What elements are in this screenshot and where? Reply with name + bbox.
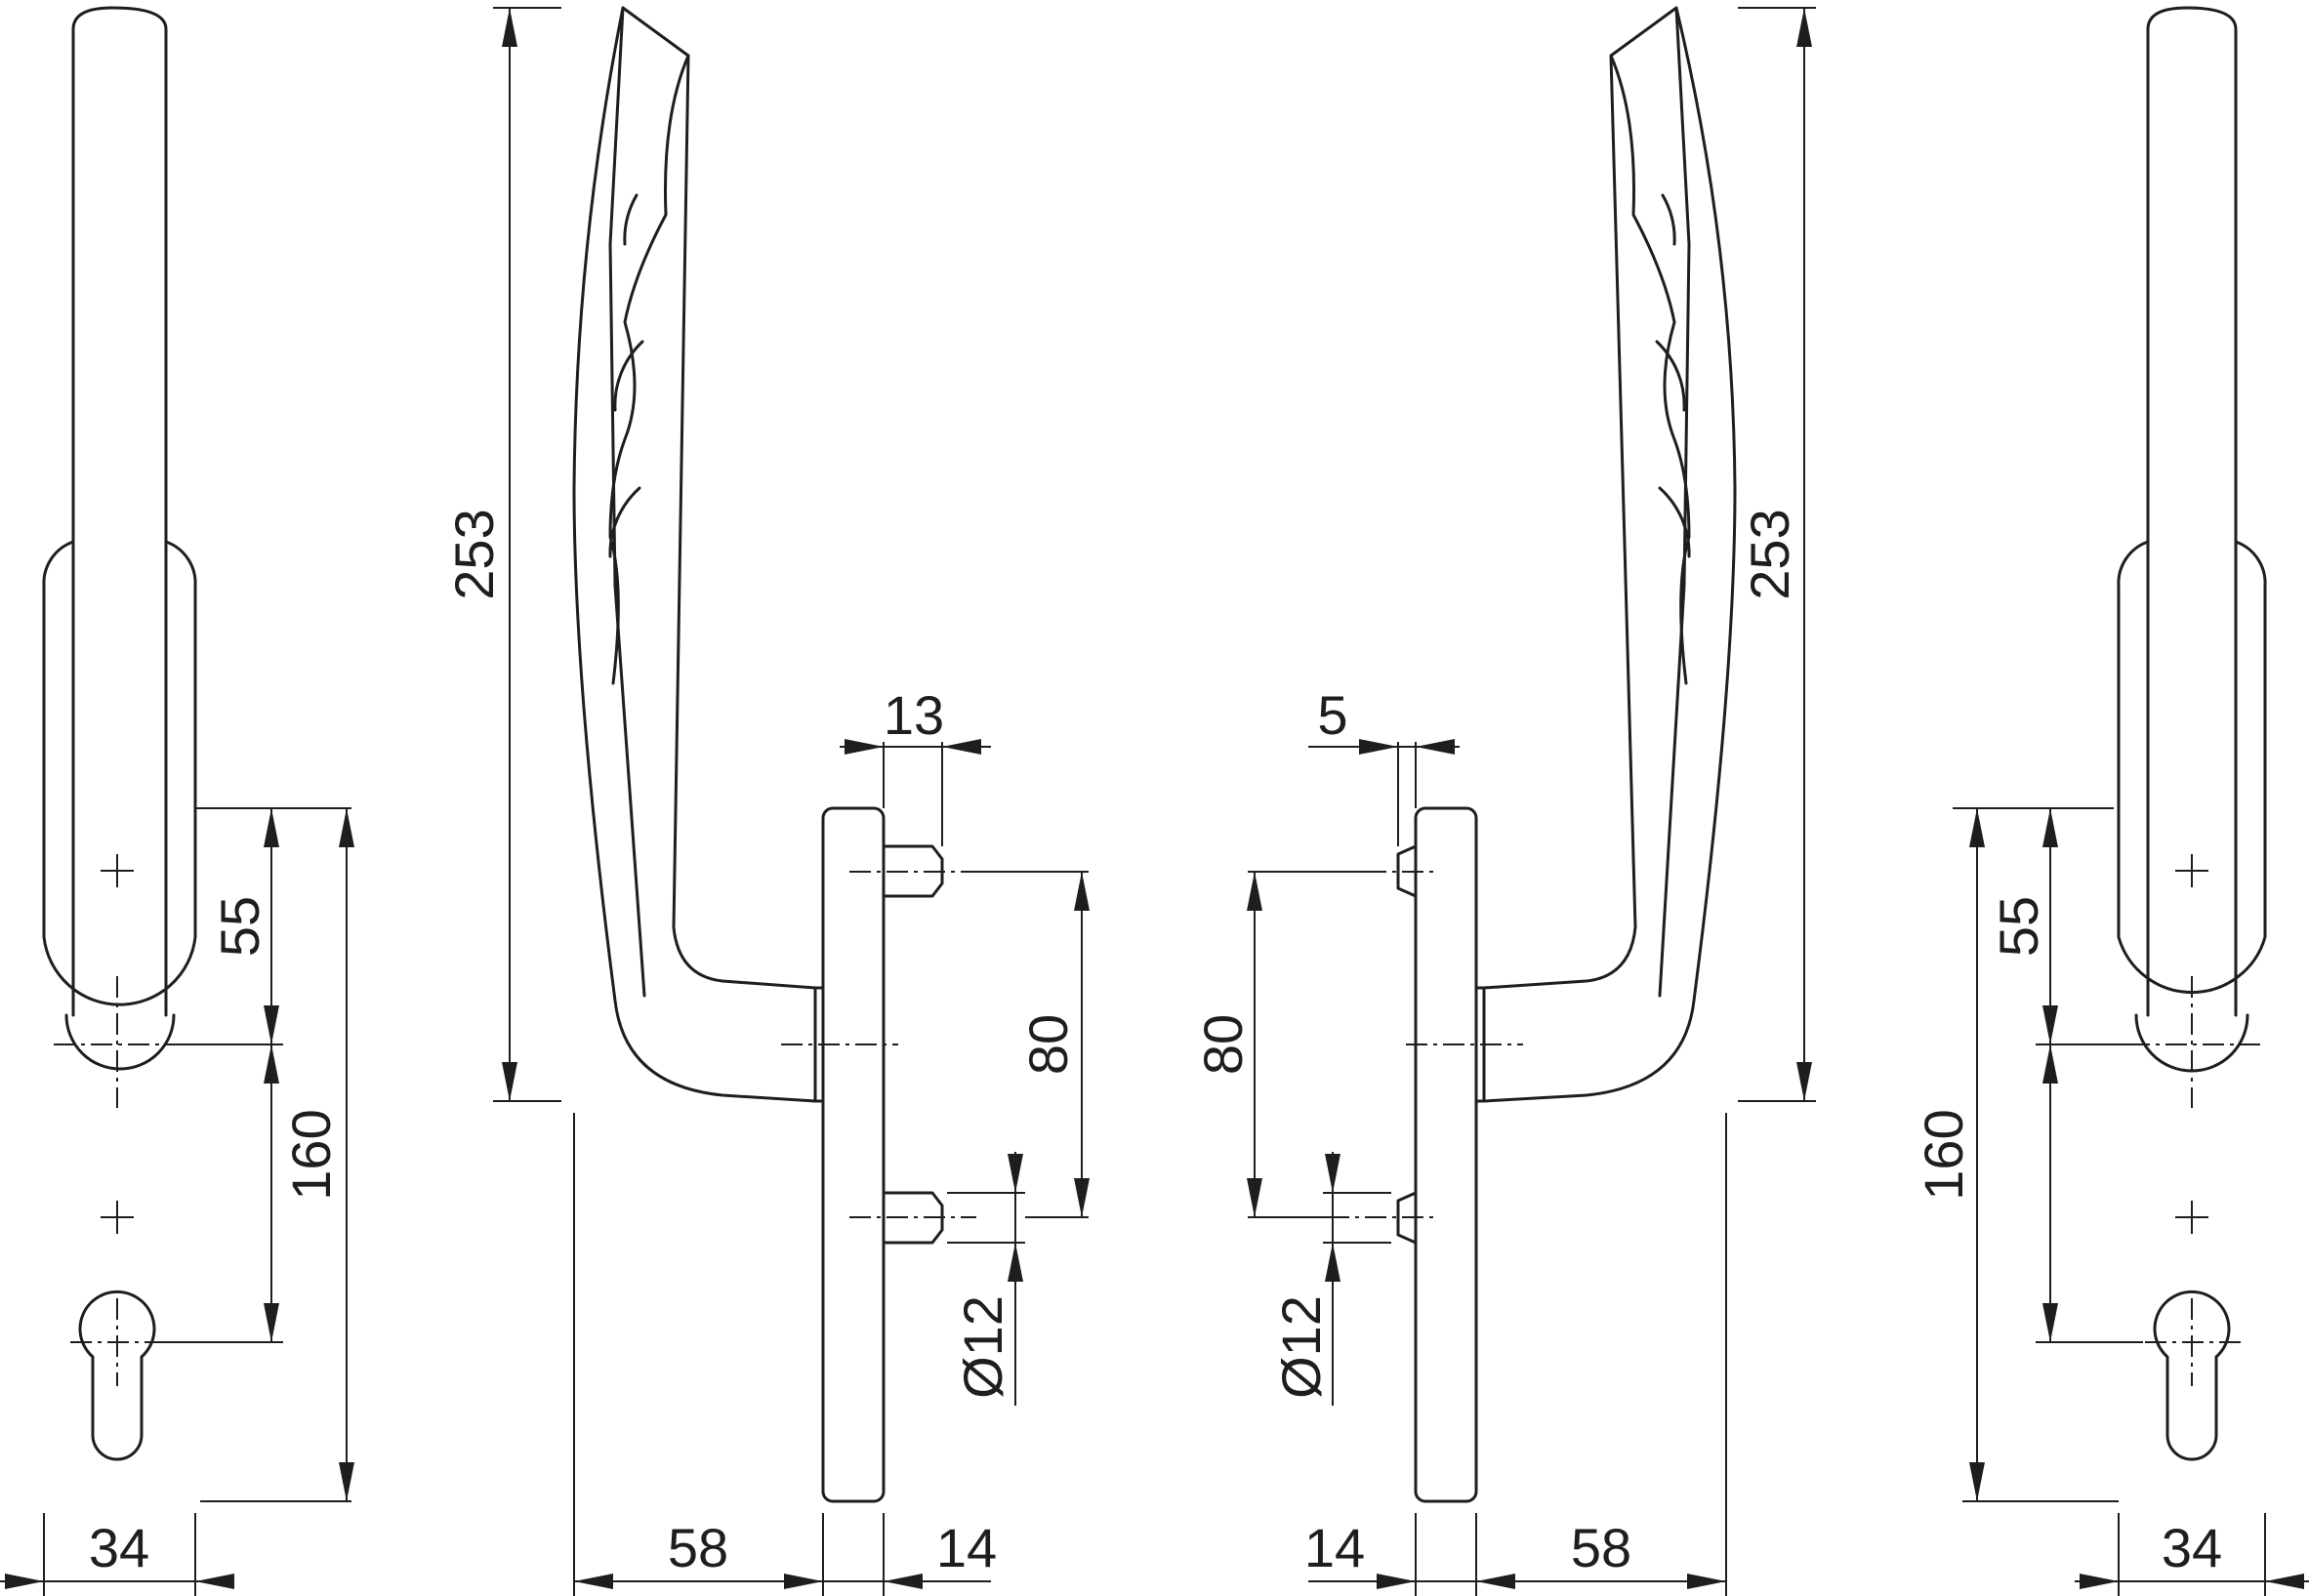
right-front-keyhole xyxy=(2153,1289,2231,1461)
left-front-dim-55: 55 xyxy=(209,896,270,957)
left-front-dim-34: 34 xyxy=(89,1517,149,1578)
right-side-dim-253: 253 xyxy=(1739,509,1800,599)
right-front-dimensions: 55 160 34 xyxy=(1913,807,2309,1596)
right-front-dim-34: 34 xyxy=(2162,1517,2222,1578)
left-front-keyhole xyxy=(78,1289,156,1461)
right-side-dim-14: 14 xyxy=(1304,1517,1365,1578)
left-side-dimensions: 253 13 80 Ø12 58 14 xyxy=(443,7,1090,1596)
left-side-rosette xyxy=(821,806,886,1503)
right-side-dim-dia12: Ø12 xyxy=(1270,1295,1332,1399)
left-front-grip-end xyxy=(64,1013,176,1071)
left-front-dimensions: 55 160 34 xyxy=(0,807,354,1596)
left-side-view xyxy=(572,6,976,1503)
left-front-plate xyxy=(42,6,197,1006)
left-side-dim-13: 13 xyxy=(884,684,944,746)
right-front-plate xyxy=(2117,6,2267,995)
right-side-dim-80: 80 xyxy=(1192,1014,1254,1075)
left-side-dim-253: 253 xyxy=(443,509,505,599)
right-side-dim-5: 5 xyxy=(1317,684,1347,746)
right-side-dim-58: 58 xyxy=(1571,1517,1631,1578)
right-front-view xyxy=(2117,6,2267,1461)
left-front-view xyxy=(42,6,197,1461)
left-side-dim-dia12: Ø12 xyxy=(952,1295,1013,1399)
right-side-view xyxy=(1328,6,1737,1503)
right-front-dim-160: 160 xyxy=(1913,1109,1974,1200)
left-front-dim-160: 160 xyxy=(280,1109,342,1200)
right-front-dim-55: 55 xyxy=(1988,896,2049,957)
left-side-lever-outline xyxy=(572,6,817,1103)
left-side-dim-14: 14 xyxy=(936,1517,997,1578)
right-side-rosette xyxy=(1414,806,1478,1503)
right-side-lever-outline xyxy=(1482,6,1737,1103)
right-side-dimensions: 253 5 80 Ø12 14 58 xyxy=(1192,7,1816,1596)
left-side-dim-58: 58 xyxy=(668,1517,728,1578)
left-side-dim-80: 80 xyxy=(1017,1014,1079,1075)
